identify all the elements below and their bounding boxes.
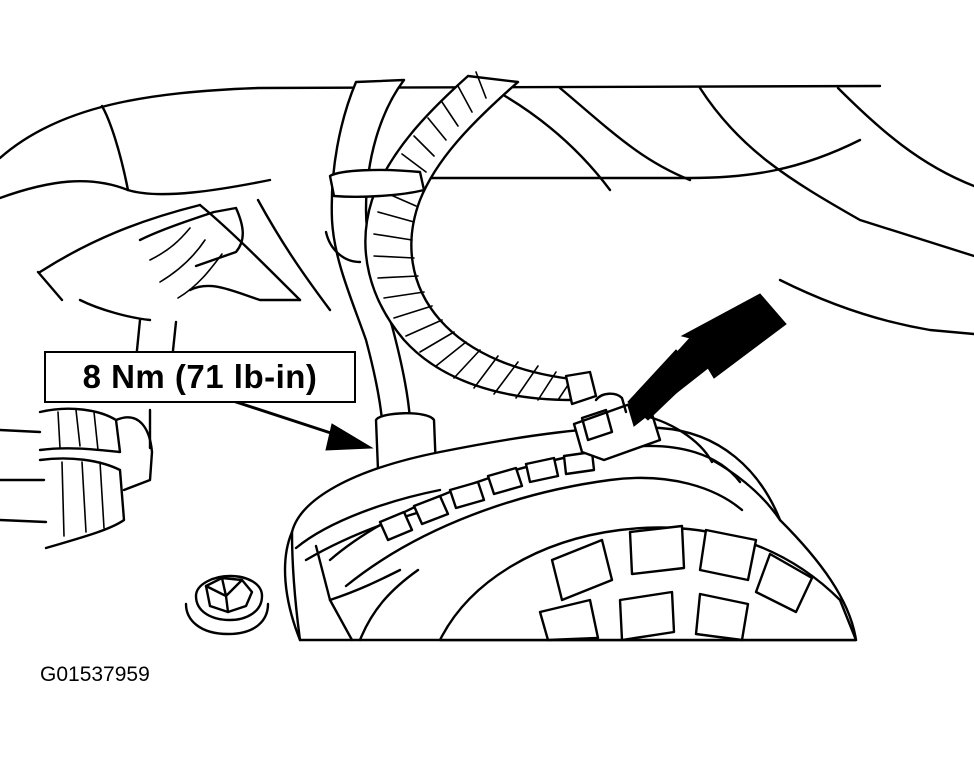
- alternator-body: [283, 392, 858, 642]
- torque-spec-label: 8 Nm (71 lb-in): [82, 358, 318, 395]
- left-hose: [0, 318, 178, 550]
- callout-leader-arrow: [228, 398, 374, 451]
- engine-bay-background: [0, 84, 974, 336]
- connector-pointer-arrow: [627, 293, 787, 427]
- torque-spec-callout: 8 Nm (71 lb-in): [44, 351, 356, 403]
- wiring-harness: [324, 71, 598, 422]
- mounting-bolt: [184, 574, 270, 636]
- figure-id-label: G01537959: [40, 663, 150, 686]
